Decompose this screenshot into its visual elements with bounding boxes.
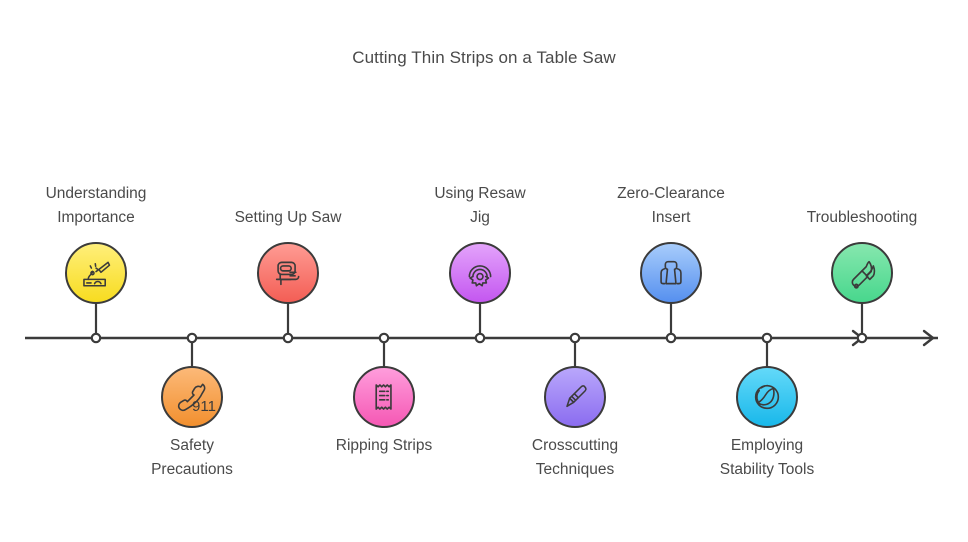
node-label-2: Setting Up Saw	[234, 209, 342, 226]
node-label-3: Ripping Strips	[335, 437, 433, 454]
node-label-1: Safety Precautions	[151, 437, 233, 478]
node-label-6: Zero-Clearance Insert	[617, 185, 725, 226]
node-bubble-7[interactable]	[736, 366, 798, 428]
axis-arrowhead-0	[851, 329, 864, 347]
node-bubble-0[interactable]	[65, 242, 127, 304]
blade-knife-icon	[559, 381, 591, 413]
emergency-phone-icon	[176, 381, 208, 413]
torn-strip-icon	[369, 380, 399, 414]
node-bubble-2[interactable]	[257, 242, 319, 304]
axis-dot-5	[569, 332, 581, 344]
jigsaw-tool-icon	[271, 256, 305, 290]
node-label-8: Troubleshooting	[806, 209, 918, 226]
node-label-5: Crosscutting Techniques	[531, 437, 619, 478]
node-bubble-6[interactable]	[640, 242, 702, 304]
node-bubble-4[interactable]	[449, 242, 511, 304]
axis-dot-0	[90, 332, 102, 344]
throat-insert-icon	[655, 256, 687, 290]
engraving-tool-icon	[79, 256, 113, 290]
axis-dot-6	[665, 332, 677, 344]
node-label-4: Using Resaw Jig	[434, 185, 526, 226]
node-bubble-8[interactable]	[831, 242, 893, 304]
axis-dot-1	[186, 332, 198, 344]
page-title: Cutting Thin Strips on a Table Saw	[352, 48, 616, 67]
axis-dot-2	[282, 332, 294, 344]
axis-dot-8	[856, 332, 868, 344]
saw-blade-icon	[463, 256, 497, 290]
featherboard-icon	[750, 380, 784, 414]
node-bubble-3[interactable]	[353, 366, 415, 428]
node-bubble-1[interactable]: 911	[161, 366, 223, 428]
axis-dot-7	[761, 332, 773, 344]
axis-dot-4	[474, 332, 486, 344]
node-label-7: Employing Stability Tools	[719, 437, 815, 478]
axis-arrowhead-1	[922, 329, 935, 347]
node-bubble-5[interactable]	[544, 366, 606, 428]
axis-dot-3	[378, 332, 390, 344]
repair-tools-icon	[845, 256, 879, 290]
emergency-number-badge: 911	[192, 398, 216, 416]
node-label-0: Understanding Importance	[45, 185, 147, 226]
